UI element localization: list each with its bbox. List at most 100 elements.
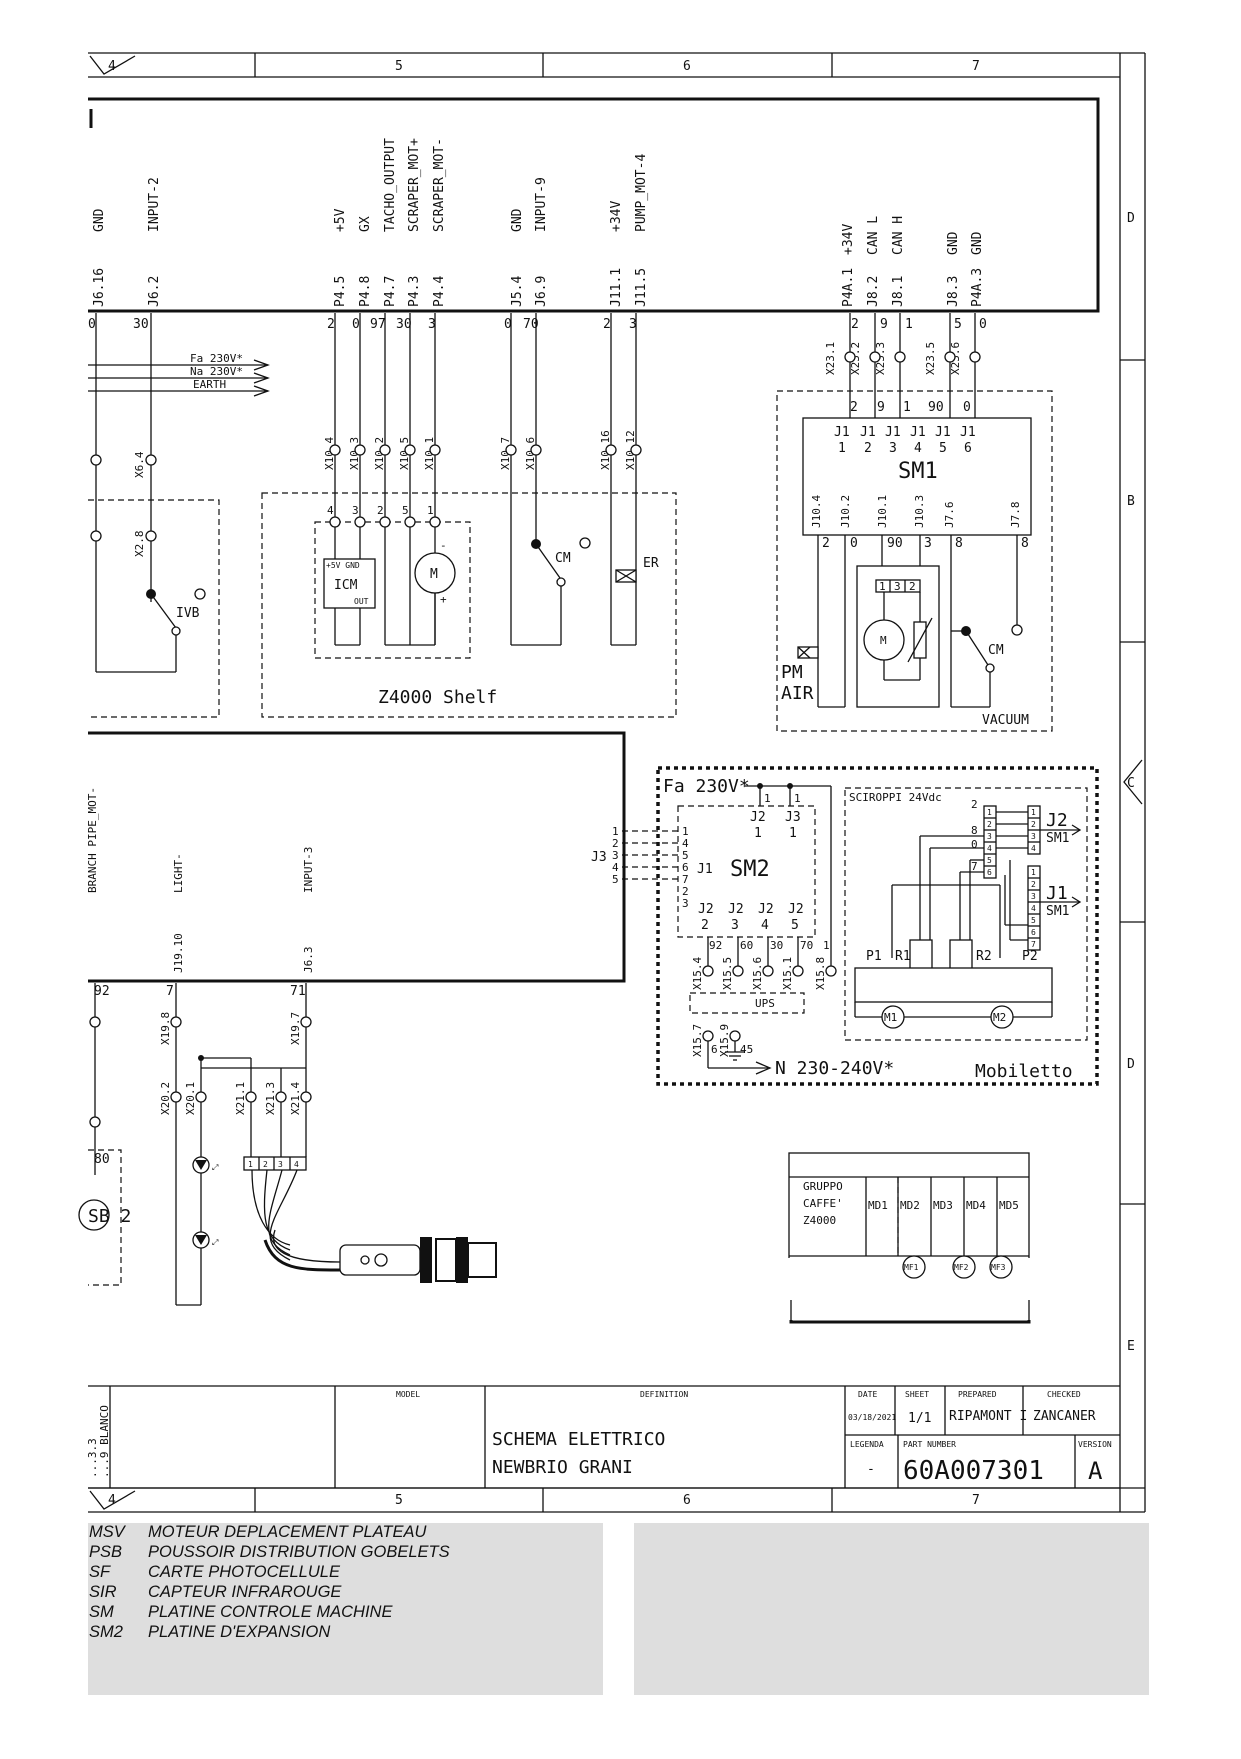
signal-label: +34V <box>841 224 856 255</box>
sm2-pin-j: J2 <box>750 810 766 825</box>
tb-header-prepared: PREPARED <box>958 1390 997 1399</box>
sm2-pin-j: J3 <box>785 810 801 825</box>
lower-wiring: X19.8 X19.7 X20.2 X20.1 X21.1 X21.3 X21.… <box>78 983 497 1306</box>
terminal-screw-icon <box>429 444 441 456</box>
sm2-j2-bottom-n: 4 <box>761 918 769 933</box>
terminal-label: X15.6 <box>751 957 764 990</box>
terminal-label: X19.7 <box>289 1012 302 1045</box>
sciroppi-box <box>844 787 1088 1041</box>
sm2-j1-pin: 3 <box>682 897 689 910</box>
terminal-screw-icon <box>90 454 102 466</box>
sciroppi-title: SCIROPPI 24Vdc <box>849 791 942 804</box>
terminal-screw-icon <box>90 530 102 542</box>
connector-pin: 3 <box>278 1160 283 1169</box>
tb-definition-line1: SCHEMA ELETTRICO <box>492 1429 665 1450</box>
j3-pin: 4 <box>612 861 619 874</box>
strip-wire: 2 <box>971 798 978 811</box>
pin-label: J19.10 <box>172 933 185 973</box>
signal-label: GND <box>92 208 107 232</box>
tb-side-text: ...9 BLANCO <box>98 1405 111 1478</box>
j1-sm1-label: SM1 <box>1046 904 1069 919</box>
power-label-earth: EARTH <box>193 378 226 391</box>
strip-wire: 8 <box>971 824 978 837</box>
strip-pin: 4 <box>1031 904 1036 913</box>
legend-panel: MSV MOTEUR DEPLACEMENT PLATEAU PSB POUSS… <box>88 1523 603 1695</box>
ivb-circuit: X6.4 X2.8 IVB <box>88 313 220 718</box>
cm-label: CM <box>555 551 571 566</box>
strip-pin: 4 <box>987 844 992 853</box>
sm2-j1-pin: 2 <box>682 885 689 898</box>
terminal-label: X23.2 <box>849 342 862 375</box>
terminal-screw-icon <box>732 965 744 977</box>
frame-labels: 4 5 6 7 4 5 6 7 D B C D E <box>108 59 1135 1508</box>
legend-desc: POUSSOIR DISTRIBUTION GOBELETS <box>148 1543 450 1561</box>
connector-pin-icon <box>429 516 441 528</box>
wire-number: 2 <box>603 317 611 332</box>
x15-wire: 30 <box>770 939 783 952</box>
strip-wire: 7 <box>971 860 978 873</box>
tb-side-text: ...3.3 <box>86 1438 99 1478</box>
pump-motor-label: M1 <box>884 1011 897 1024</box>
terminal-label: X23.5 <box>924 342 937 375</box>
md-label: MD2 <box>900 1199 920 1212</box>
strip-pin: 3 <box>987 832 992 841</box>
terminal-screw-icon <box>329 444 341 456</box>
connector-pin-icon <box>379 516 391 528</box>
signal-label: GND <box>510 208 525 232</box>
sb-label: SB 2 <box>88 1206 131 1227</box>
column-label: 5 <box>395 1493 403 1508</box>
sm2-j1-pin: 6 <box>682 861 689 874</box>
row-label: B <box>1127 494 1135 509</box>
power-input: Fa 230V* Na 230V* EARTH <box>88 352 270 397</box>
j3-label: J3 <box>591 850 607 865</box>
tb-header-sheet: SHEET <box>905 1390 929 1399</box>
sm2-wire: 1 <box>794 792 801 805</box>
sm2-j2-bottom: J2 <box>728 902 744 917</box>
sm2-j1-pin: 4 <box>682 837 689 850</box>
strip-pin: 2 <box>1031 880 1036 889</box>
sm2-j1: J1 <box>697 862 713 877</box>
tb-prepared: RIPAMONT I <box>949 1409 1027 1424</box>
legend-code: SM <box>89 1603 114 1621</box>
terminal-label: X15.4 <box>691 957 704 990</box>
sm2-j1-pin: 5 <box>682 849 689 862</box>
sm2-title: SM2 <box>730 857 770 882</box>
pin-label: P4.7 <box>383 276 398 307</box>
terminal-screw-icon <box>300 1091 312 1103</box>
tb-checked: ZANCANER <box>1033 1409 1096 1424</box>
column-label: 6 <box>683 59 691 74</box>
column-label: 4 <box>108 59 116 74</box>
sm1-bottom-pin: J10.4 <box>810 495 823 528</box>
wire-number: 2 <box>822 536 830 551</box>
wire-number: 5 <box>954 317 962 332</box>
wire-number: 2 <box>327 317 335 332</box>
row-label: D <box>1127 211 1135 226</box>
x15-lower-wire: 6 <box>711 1043 718 1056</box>
sm1-bottom-pin: J10.2 <box>839 495 852 528</box>
vacuum-label: VACUUM <box>982 713 1029 728</box>
legend-desc: PLATINE CONTROLE MACHINE <box>148 1603 393 1621</box>
terminal-screw-icon <box>404 444 416 456</box>
wire-number: 8 <box>955 536 963 551</box>
signal-label: GND <box>970 231 985 255</box>
terminal-screw-icon <box>170 1016 182 1028</box>
shelf-title: Z4000 Shelf <box>378 687 497 708</box>
terminal-label: X15.9 <box>718 1024 731 1057</box>
mobiletto-supply-bottom: N 230-240V* <box>775 1058 894 1079</box>
pin-number: 3 <box>352 504 359 517</box>
mobiletto-title: Mobiletto <box>975 1061 1073 1082</box>
signal-label: LIGHT- <box>172 853 185 893</box>
tb-version: A <box>1088 1457 1103 1485</box>
svg-text:-: - <box>440 539 447 552</box>
terminal-label: X21.1 <box>234 1082 247 1115</box>
terminal-label: X15.5 <box>721 957 734 990</box>
strip-pin: 3 <box>1031 892 1036 901</box>
column-label: 5 <box>395 59 403 74</box>
wire-number: 97 <box>370 317 386 332</box>
terminal-screw-icon <box>89 1016 101 1028</box>
wire-number: 1 <box>905 317 913 332</box>
terminal-screw-icon <box>379 444 391 456</box>
power-label-fa: Fa 230V* <box>190 352 243 365</box>
switch-contact-icon <box>1011 624 1023 636</box>
j3-pin: 5 <box>612 873 619 886</box>
